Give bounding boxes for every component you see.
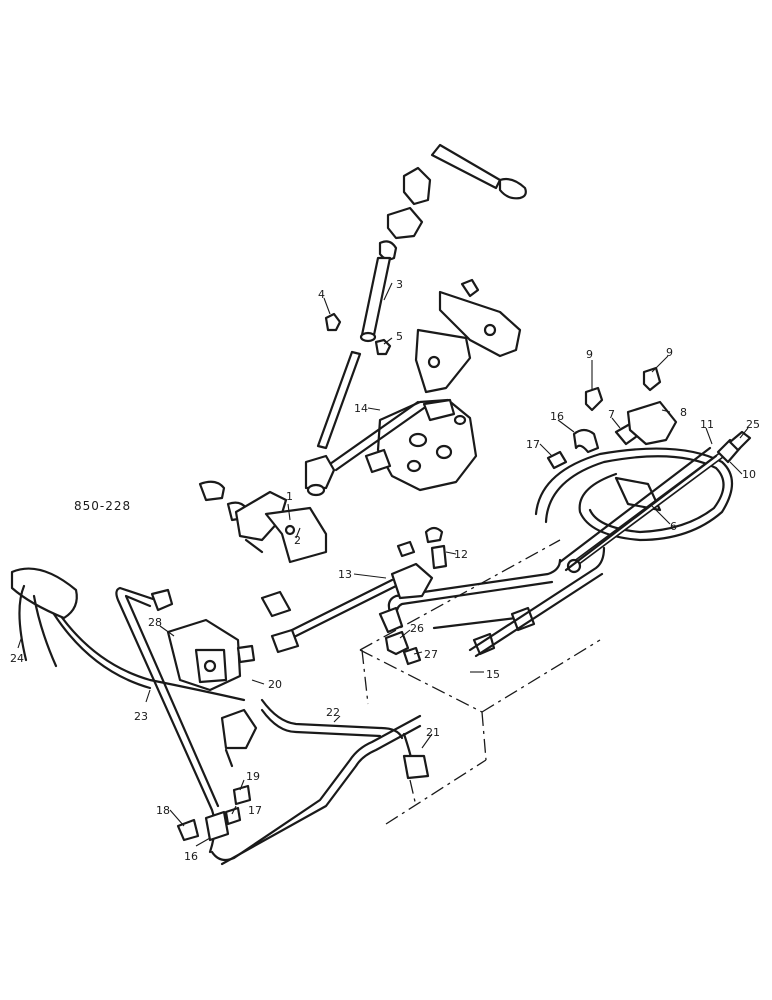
callout-2: 2: [294, 534, 301, 547]
callout-23: 23: [134, 710, 148, 723]
callout-16-left: 16: [184, 850, 198, 863]
callout-3: 3: [396, 278, 403, 291]
callout-26: 26: [410, 622, 424, 635]
bolt-9-left: [584, 386, 604, 412]
bolt-4: [324, 312, 342, 332]
callout-7: 7: [608, 408, 615, 421]
tube-loop-6: [534, 447, 734, 542]
callout-9-left: 9: [586, 348, 593, 361]
elbow-26: [384, 630, 410, 656]
callout-15: 15: [486, 668, 500, 681]
elbow-27: [402, 646, 422, 666]
callout-28: 28: [148, 616, 162, 629]
callout-25: 25: [746, 418, 760, 431]
callout-8: 8: [680, 406, 687, 419]
callout-21: 21: [426, 726, 440, 739]
callout-11: 11: [700, 418, 714, 431]
tube-11: [558, 446, 718, 572]
fitting-25: [716, 430, 752, 464]
clamp-16b: [204, 810, 230, 842]
main-pipe-loop: [115, 586, 422, 866]
spacer-17: [546, 450, 568, 470]
tube-10: [566, 452, 724, 574]
long-rod: [316, 350, 362, 450]
fitting-12: [396, 526, 448, 570]
callout-14: 14: [354, 402, 368, 415]
pipe-22: [260, 698, 404, 740]
callout-22: 22: [326, 706, 340, 719]
bolt-9-right: [642, 366, 662, 392]
callout-1: 1: [286, 490, 293, 503]
callout-16-right: 16: [550, 410, 564, 423]
fitting-hidden: [472, 632, 496, 656]
callout-12: 12: [454, 548, 468, 561]
nut-19: [232, 784, 252, 806]
spacer-17b: [224, 806, 242, 826]
callout-17-left: 17: [248, 804, 262, 817]
callout-13: 13: [338, 568, 352, 581]
callout-18: 18: [156, 804, 170, 817]
fitting-21: [402, 732, 430, 807]
linkage-assembly: [198, 480, 328, 564]
drawing-code: 850-228: [74, 499, 131, 513]
reservoir-outline: [359, 539, 601, 825]
rod-13: [260, 562, 434, 654]
callout-9-right: 9: [666, 346, 673, 359]
control-lever-handle: [378, 143, 527, 261]
valve-28: [166, 618, 256, 692]
callout-19: 19: [246, 770, 260, 783]
rod-14: [304, 400, 426, 497]
leader-lines: [17, 282, 749, 847]
bracket-8: [626, 400, 678, 446]
mounting-bracket: [414, 278, 522, 394]
callout-6: 6: [670, 520, 677, 533]
control-valve-body: [364, 398, 478, 492]
callout-20: 20: [268, 678, 282, 691]
clamp-16: [572, 428, 600, 454]
block-fitting: [220, 708, 258, 768]
pipe-15: [468, 546, 606, 658]
callout-24: 24: [10, 652, 24, 665]
callout-5: 5: [396, 330, 403, 343]
callout-27: 27: [424, 648, 438, 661]
callout-labels: 850-228 1 2 3 4 5 6 7 8 9 9 10 11 12 13 …: [10, 278, 760, 863]
callout-17-right: 17: [526, 438, 540, 451]
pipe-run: [378, 558, 562, 634]
hose-24: [10, 567, 78, 668]
lever-rod-3: [359, 256, 392, 343]
nut-5: [374, 338, 392, 356]
callout-4: 4: [318, 288, 325, 301]
callout-10: 10: [742, 468, 756, 481]
